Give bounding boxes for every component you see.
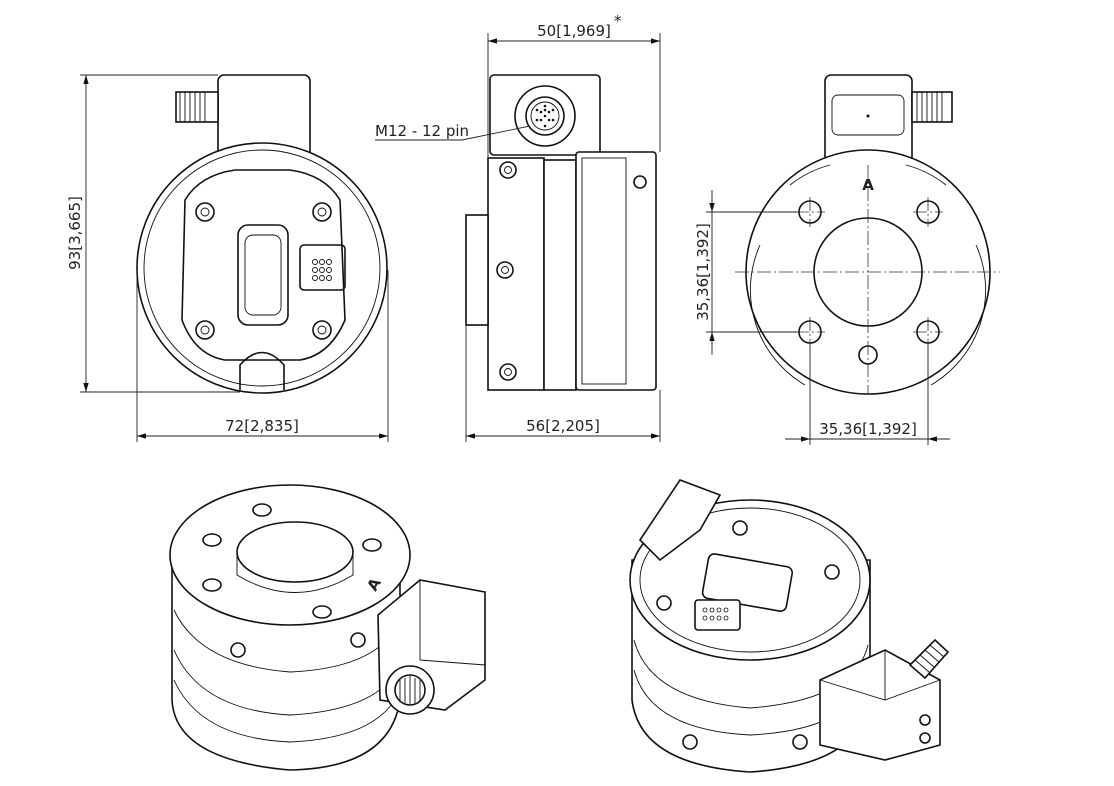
screw-icon	[312, 320, 332, 340]
screw-icon	[496, 261, 514, 279]
screw-icon	[312, 202, 332, 222]
center-boss	[236, 521, 354, 583]
connector-callout-label: M12 - 12 pin	[375, 122, 469, 140]
side-view: M12 - 12 pin 50[1,969] * 56[2,205]	[375, 12, 661, 442]
front-width-dimension-label: 72[2,835]	[225, 417, 299, 435]
screw-icon	[499, 161, 517, 179]
hole-icon	[362, 538, 382, 552]
m12-connector-icon	[175, 91, 219, 123]
hole-icon	[919, 732, 931, 744]
dimension-top-width: 50[1,969] *	[487, 12, 661, 158]
tool-body-outline	[136, 142, 388, 394]
contact-pins-icon	[702, 607, 729, 621]
adapter-plate	[487, 157, 545, 391]
rear-view: A 35,36[1,392] 35,36[1,392]	[694, 74, 1000, 445]
m12-connector-icon	[385, 665, 435, 715]
latch-hook	[638, 479, 722, 562]
hole-icon	[252, 503, 272, 517]
screw-icon	[230, 642, 246, 658]
dimension-front-width: 72[2,835]	[136, 270, 389, 442]
isometric-view-flange: A	[169, 484, 486, 771]
isometric-view-tool-side	[629, 479, 950, 773]
latch-slot-iso	[701, 553, 794, 612]
screw-icon	[732, 520, 748, 536]
hole-icon	[919, 714, 931, 726]
hole-icon	[202, 533, 222, 547]
m12-connector-icon	[908, 638, 950, 680]
dimension-side-depth: 56[2,205]	[465, 325, 661, 442]
dimension-hole-vertical: 35,36[1,392]	[694, 190, 799, 355]
hole-icon	[633, 175, 647, 189]
top-width-dimension-label: 50[1,969]	[537, 22, 611, 40]
connector-leader-line	[375, 125, 531, 141]
screw-icon	[499, 363, 517, 381]
hole-vertical-dimension-label: 35,36[1,392]	[694, 223, 712, 321]
m12-connector-face-icon	[514, 85, 576, 147]
contact-pins-icon	[312, 259, 332, 281]
dimension-hole-horizontal: 35,36[1,392]	[785, 343, 950, 445]
screw-icon	[792, 734, 808, 750]
electrical-contacts	[299, 244, 346, 291]
dimension-height: 93[3,665]	[66, 74, 240, 393]
hole-horizontal-dimension-label: 35,36[1,392]	[819, 420, 917, 438]
screw-icon	[824, 564, 840, 580]
screw-icon	[195, 320, 215, 340]
screw-icon	[656, 595, 672, 611]
side-depth-dimension-label: 56[2,205]	[526, 417, 600, 435]
keyway	[239, 351, 285, 390]
electrical-contacts-iso	[694, 599, 741, 631]
top-width-note-asterisk: *	[614, 12, 622, 30]
hole-icon	[312, 605, 332, 619]
screw-icon	[195, 202, 215, 222]
screw-icon	[682, 734, 698, 750]
locking-plate	[181, 169, 346, 361]
latch-slot	[237, 224, 289, 326]
datum-mark-rear: A	[862, 176, 874, 194]
m12-connector-icon	[911, 91, 953, 123]
front-view: 93[3,665] 72[2,835]	[66, 74, 389, 442]
screw-icon	[350, 632, 366, 648]
height-dimension-label: 93[3,665]	[66, 196, 84, 270]
hole-icon	[202, 578, 222, 592]
